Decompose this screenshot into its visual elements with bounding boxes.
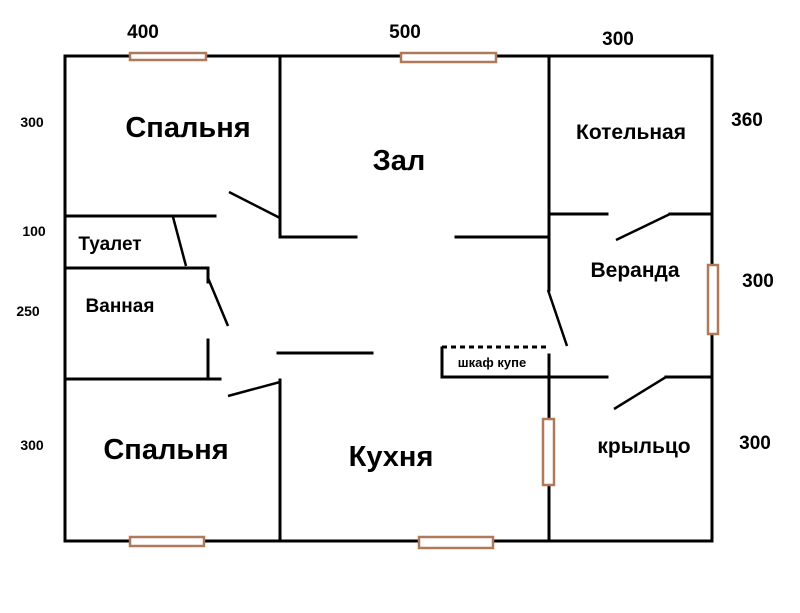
label-closet: шкаф купе (458, 355, 526, 370)
dimension-right-3: 300 (739, 433, 771, 454)
dimension-top-1: 400 (127, 22, 159, 43)
windows (128, 51, 720, 550)
label-kitchen: Кухня (349, 441, 434, 473)
window-veranda (706, 263, 720, 336)
dimension-left-4: 300 (20, 437, 44, 453)
window-hall (399, 51, 498, 64)
label-hall: Зал (373, 145, 426, 177)
dimension-top-3: 300 (602, 29, 634, 50)
dimension-right-1: 360 (731, 110, 763, 131)
dimension-left-2: 100 (22, 223, 46, 239)
dimension-right-2: 300 (742, 271, 774, 292)
window-kitchen-side (541, 417, 556, 487)
interior-walls (63, 54, 714, 543)
label-bedroom-top: Спальня (125, 112, 250, 144)
label-bathroom: Ванная (86, 296, 155, 317)
label-toilet: Туалет (78, 234, 141, 255)
dimension-left-1: 300 (20, 114, 44, 130)
doors (171, 190, 671, 411)
label-boiler-room: Котельная (576, 121, 686, 144)
window-bedroom-top (128, 51, 208, 62)
window-bedroom-bottom (128, 535, 206, 548)
label-porch: крыльцо (597, 435, 690, 458)
window-kitchen (417, 535, 495, 550)
dimension-left-3: 250 (16, 303, 40, 319)
label-veranda: Веранда (590, 259, 679, 282)
label-bedroom-bottom: Спальня (103, 434, 228, 466)
dimension-top-2: 500 (389, 22, 421, 43)
